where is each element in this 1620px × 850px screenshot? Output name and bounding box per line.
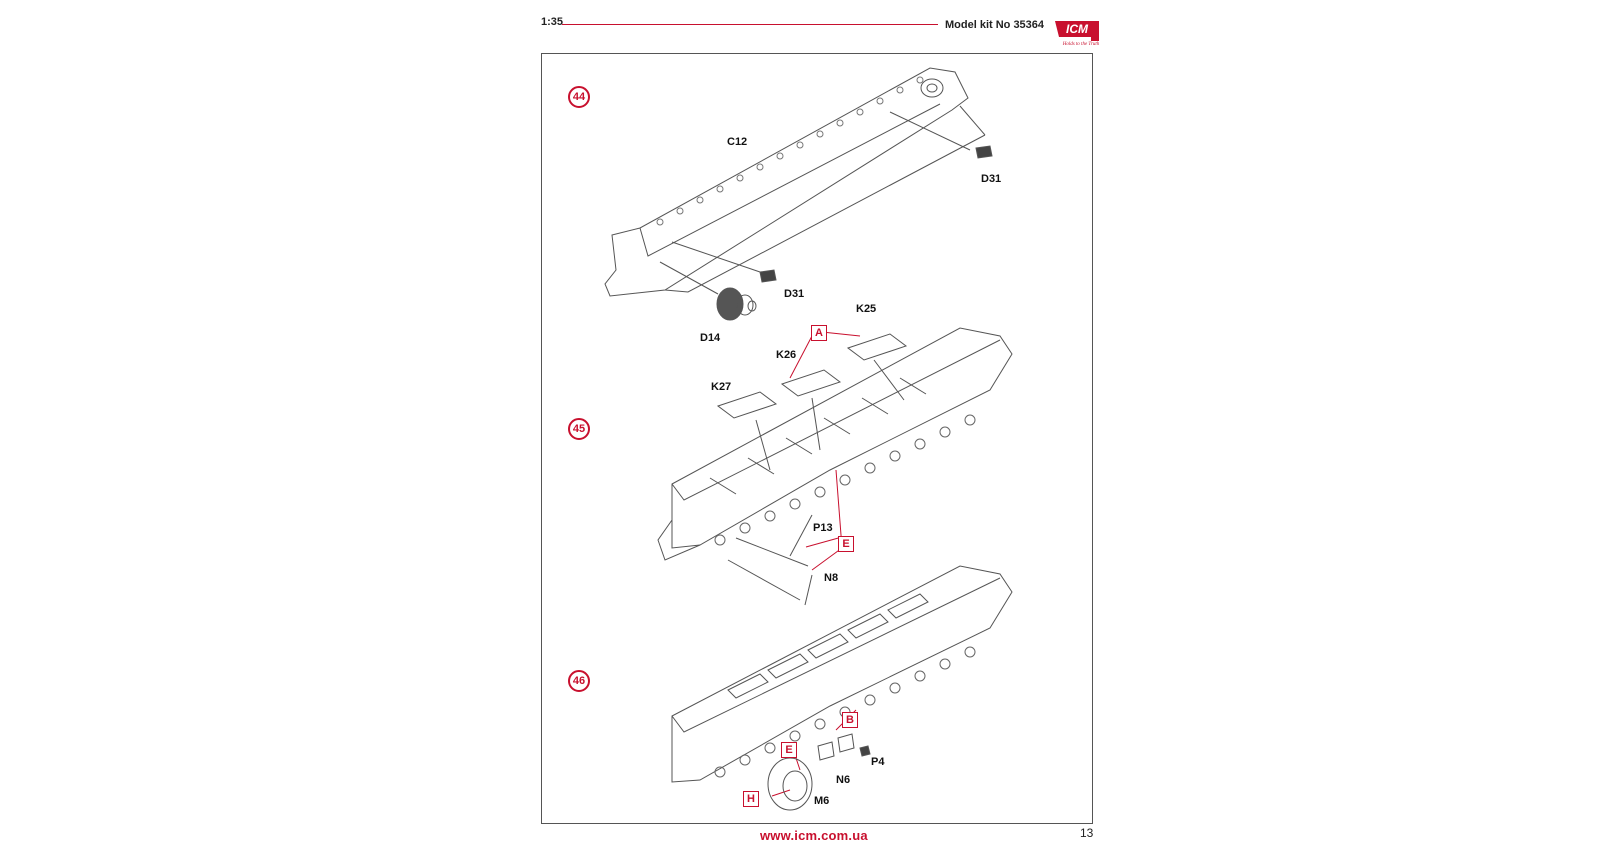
paint-mark-e: E (838, 536, 854, 552)
part-label-m6: M6 (814, 795, 830, 807)
part-label-k25: K25 (856, 303, 877, 315)
step-number-45: 45 (568, 418, 590, 440)
svg-text:Holds to the Truth: Holds to the Truth (1062, 42, 1100, 47)
page-number: 13 (1080, 826, 1094, 840)
instruction-frame (541, 53, 1093, 824)
part-label-n6: N6 (836, 774, 851, 786)
part-label-d31-b: D31 (784, 288, 805, 300)
part-label-c12: C12 (727, 136, 748, 148)
paint-mark-e-46: E (781, 742, 797, 758)
scale-label: 1:35 (541, 16, 564, 28)
part-label-p4: P4 (871, 756, 885, 768)
part-label-d31-a: D31 (981, 173, 1002, 185)
step-number-46: 46 (568, 670, 590, 692)
footer-url[interactable]: www.icm.com.ua (760, 828, 868, 843)
panel-c12 (604, 67, 969, 297)
paint-mark-a: A (811, 325, 827, 341)
paint-mark-b: B (842, 712, 858, 728)
header-rule (562, 24, 938, 25)
icm-logo: ICM Holds to the Truth (1051, 17, 1103, 47)
part-label-p13: P13 (813, 522, 833, 534)
paint-mark-h: H (743, 791, 759, 807)
svg-text:ICM: ICM (1066, 22, 1089, 36)
part-label-k27: K27 (711, 381, 732, 393)
model-kit-number: Model kit No 35364 (945, 19, 1045, 31)
part-label-d14: D14 (700, 332, 721, 344)
hull-side-46 (671, 565, 1013, 783)
part-label-k26: K26 (776, 349, 797, 361)
step-number-44: 44 (568, 86, 590, 108)
hull-side-45 (671, 327, 1013, 549)
part-label-n8: N8 (824, 572, 839, 584)
